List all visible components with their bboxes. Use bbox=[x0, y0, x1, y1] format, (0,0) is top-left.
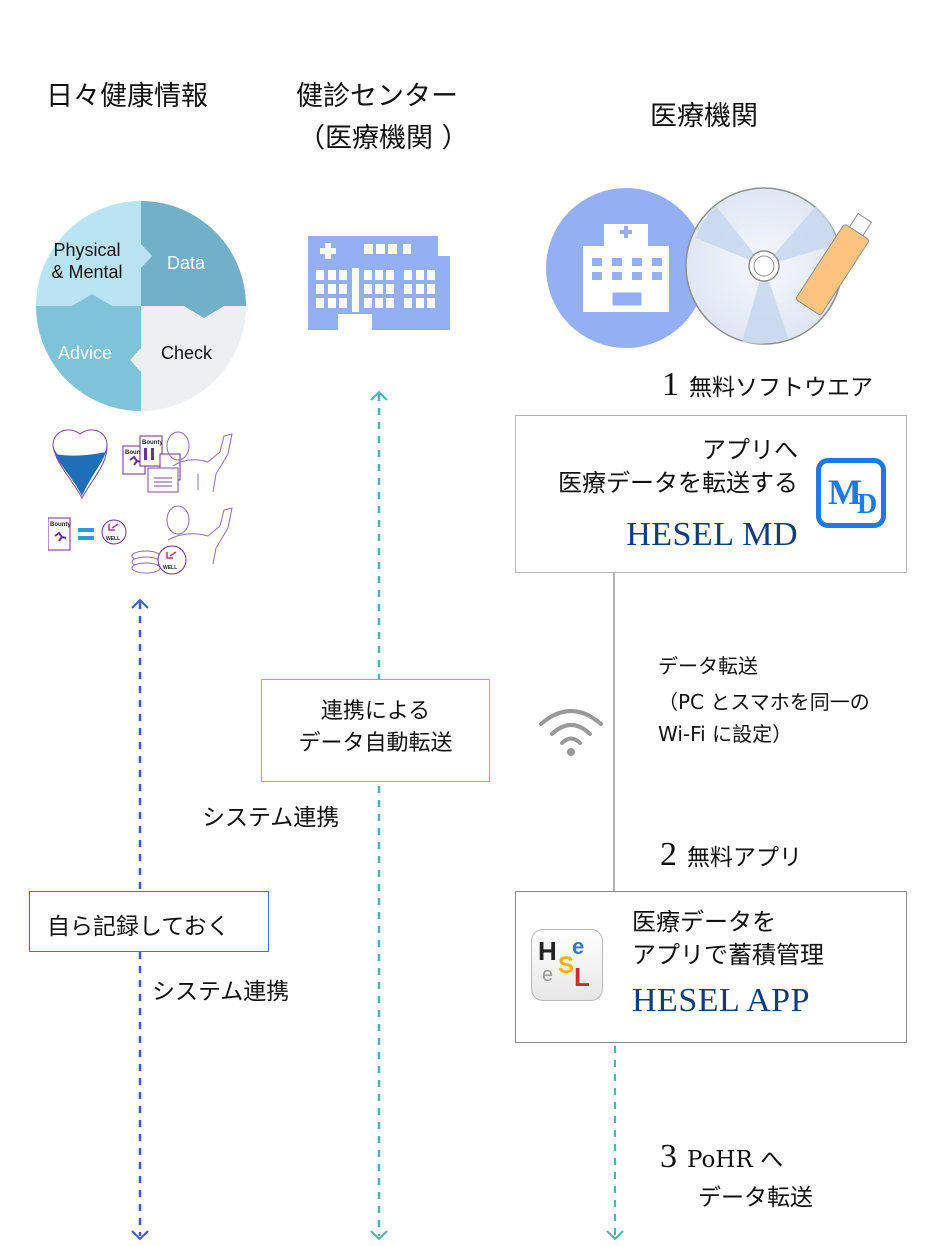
svg-text:WELL: WELL bbox=[163, 565, 177, 571]
arrow-up-icon bbox=[370, 390, 388, 401]
hesel-md-brand: HESEL MD bbox=[626, 516, 798, 553]
pohr-transfer-arrow bbox=[606, 1046, 624, 1241]
system-link-label-checkup: システム連携 bbox=[202, 798, 340, 832]
arrow-left-icon bbox=[130, 348, 141, 372]
usb-stick-icon bbox=[795, 212, 873, 315]
arrow-up-icon bbox=[131, 598, 149, 609]
health-cycle-graphic bbox=[36, 201, 246, 411]
person-with-coins-icon bbox=[131, 505, 233, 574]
md-box-description: アプリへ 医療データを転送する bbox=[558, 436, 798, 497]
wifi-icon bbox=[536, 702, 606, 758]
disc-icon bbox=[685, 187, 843, 345]
arrow-down-icon bbox=[606, 1230, 624, 1241]
svg-text:WELL: WELL bbox=[106, 536, 120, 542]
svg-text:Bounty: Bounty bbox=[125, 450, 146, 456]
heart-icon bbox=[52, 429, 108, 500]
data-transfer-note: データ転送 （PC とスマホを同一の Wi-Fi に設定） bbox=[658, 654, 870, 746]
checkup-center-building-icon bbox=[308, 236, 450, 332]
arrow-right-icon bbox=[141, 244, 152, 268]
checkup-flow-arrow bbox=[370, 390, 388, 1241]
app-box-description: 医療データを アプリで蓄積管理 bbox=[632, 908, 824, 969]
svg-text:Bounty: Bounty bbox=[142, 440, 163, 446]
hesel-app-brand: HESEL APP bbox=[632, 982, 811, 1019]
health-cycle-diagram: Physical & Mental Data Check Advice bbox=[34, 200, 248, 412]
medical-institution-graphic bbox=[546, 186, 886, 356]
hesel-md-app-icon[interactable]: M D bbox=[816, 458, 886, 528]
person-cheering-icon bbox=[166, 431, 233, 493]
system-link-label-daily: システム連携 bbox=[152, 979, 290, 1005]
column-title-medical-institution: 医療機関 bbox=[650, 101, 758, 132]
daily-health-flow-arrow bbox=[131, 598, 149, 1241]
auto-transfer-box: 連携による データ自動転送 bbox=[261, 679, 490, 782]
svg-text:Bounty: Bounty bbox=[50, 522, 71, 528]
arrow-down-icon bbox=[131, 1230, 149, 1241]
hesel-md-box: アプリへ 医療データを転送する HESEL MD M D bbox=[515, 415, 907, 573]
self-record-label: 自ら記録しておく bbox=[47, 914, 230, 940]
arrow-down-icon bbox=[184, 306, 224, 318]
well-coin-icon bbox=[157, 545, 187, 575]
bounty-well-graphic: Bounty Bounty Bounty WELL bbox=[47, 429, 233, 575]
bounty-card-icon: Bounty Bounty bbox=[122, 435, 181, 493]
hesel-app-box: H e S e L 医療データを アプリで蓄積管理 HESEL APP bbox=[515, 891, 907, 1043]
self-record-box: 自ら記録しておく bbox=[29, 891, 269, 952]
bounty-illustration: Bounty Bounty Bounty WELL bbox=[47, 424, 238, 580]
cycle-label-data: Data bbox=[167, 253, 206, 273]
auto-transfer-line1: 連携による bbox=[320, 699, 431, 724]
arrow-down-icon bbox=[370, 1230, 388, 1241]
auto-transfer-line2: データ自動転送 bbox=[298, 731, 453, 756]
cycle-label-advice: Advice bbox=[58, 343, 113, 363]
cycle-label-check: Check bbox=[161, 343, 213, 363]
cycle-label-physical-mental: Physical & Mental bbox=[51, 240, 123, 282]
column-title-daily-health: 日々健康情報 bbox=[46, 81, 208, 112]
column-subtitle-checkup-center: （医療機関 ） bbox=[298, 123, 469, 154]
arrow-up-icon bbox=[72, 294, 112, 306]
bounty-equals-well: Bounty WELL bbox=[47, 517, 127, 551]
column-title-checkup-center: 健診センター bbox=[296, 81, 458, 112]
connector-line bbox=[613, 573, 615, 891]
hesel-app-icon[interactable]: H e S e L bbox=[531, 929, 603, 1001]
hospital-circle-icon bbox=[546, 188, 706, 348]
